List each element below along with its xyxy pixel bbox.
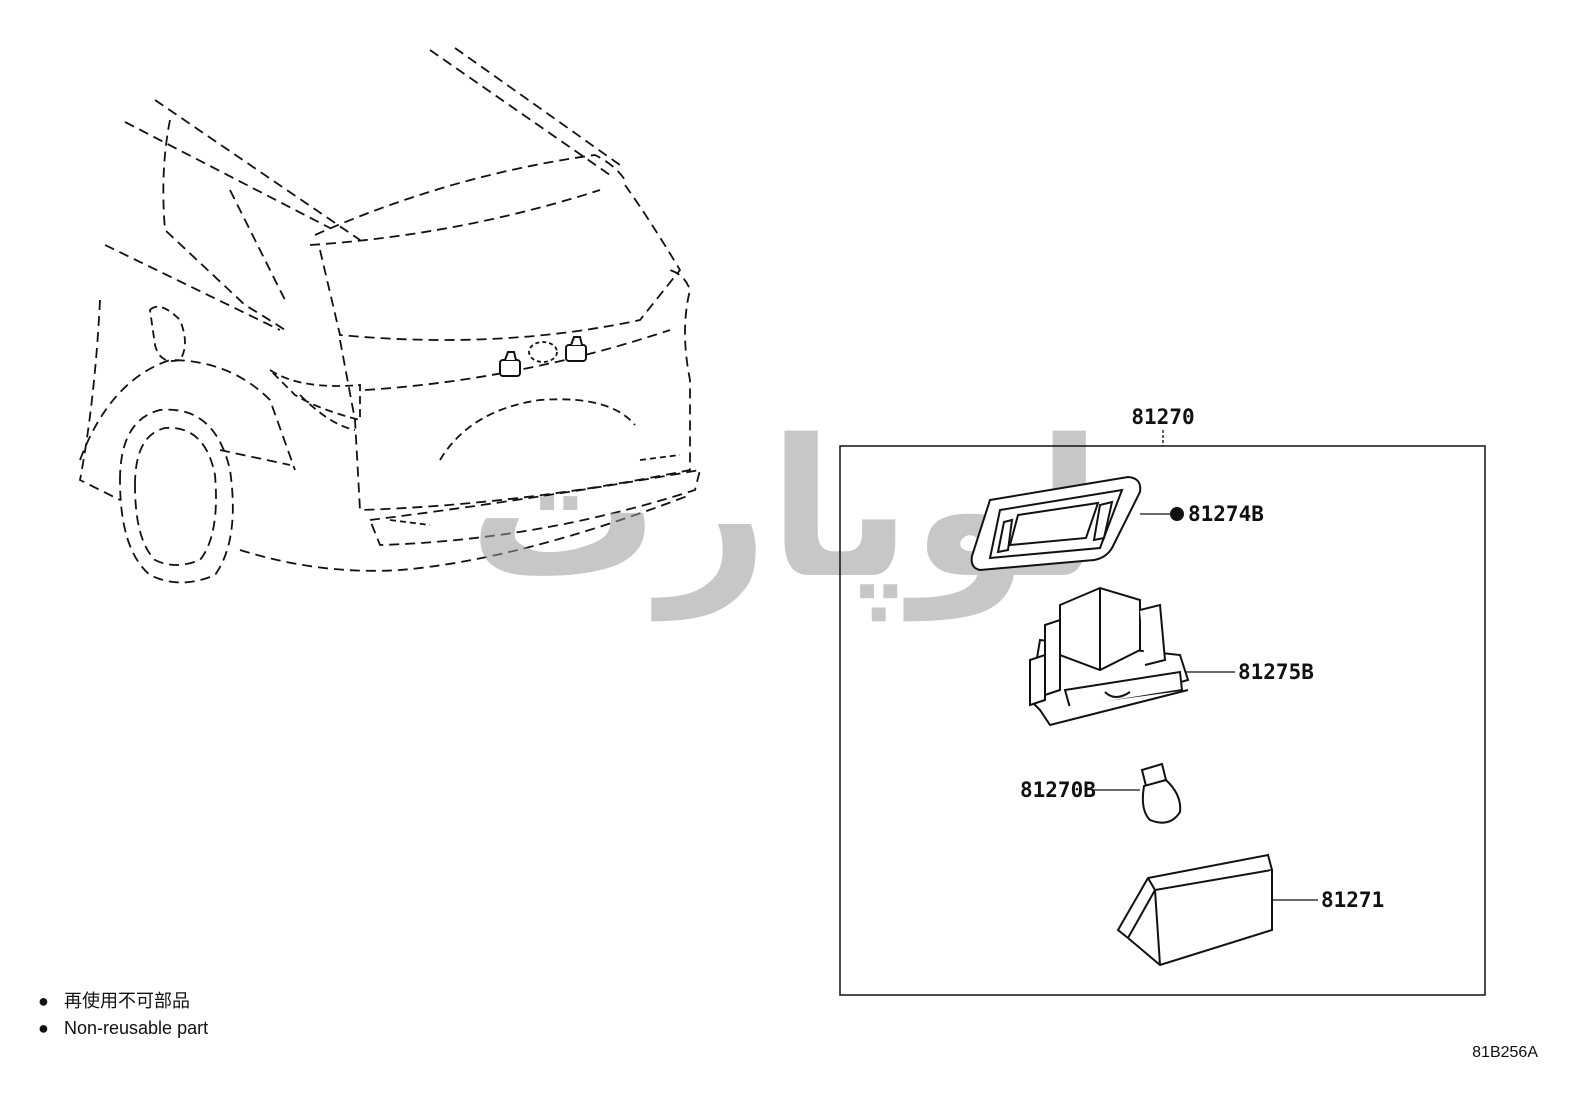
part-number-81271: 81271 (1321, 888, 1384, 912)
non-reusable-marker-icon (1170, 507, 1184, 521)
legend-bullet-icon-2: ● (38, 1018, 49, 1038)
legend-japanese: 再使用不可部品 (64, 991, 190, 1011)
diagram-code: 81B256A (1472, 1044, 1538, 1061)
assembly-frame (839, 445, 1486, 996)
part-bulb-81270B (1140, 762, 1182, 824)
part-number-81275B: 81275B (1238, 660, 1314, 684)
assembly-number-label: 81270 (1131, 405, 1194, 429)
part-housing-81275B (1028, 586, 1190, 727)
part-gasket-81274B (970, 475, 1142, 572)
part-number-81270B: 81270B (1020, 778, 1096, 802)
part-number-81274B: 81274B (1188, 502, 1264, 526)
legend-english: Non-reusable part (64, 1018, 208, 1038)
vehicle-rear-illustration (78, 47, 702, 584)
legend: ● 再使用不可部品 ● Non-reusable part (38, 991, 208, 1038)
legend-bullet-icon: ● (38, 991, 49, 1011)
part-lens-81271 (1116, 853, 1274, 967)
assembly-group: 81270 (839, 405, 1486, 996)
